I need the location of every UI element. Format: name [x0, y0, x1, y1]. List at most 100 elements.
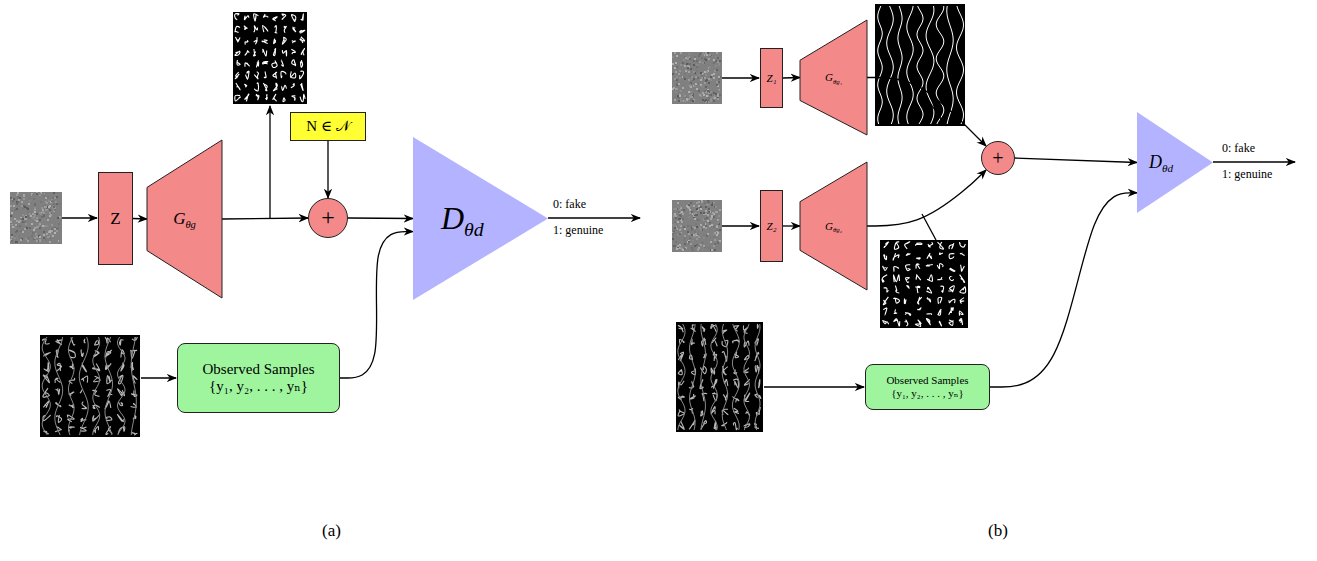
noise-dot: [672, 233, 674, 235]
noise-dot: [673, 245, 675, 247]
connector-arrow: [222, 218, 308, 219]
noise-dot: [52, 230, 54, 232]
noise-dot: [716, 52, 718, 54]
noise-dot: [699, 53, 701, 55]
digit-stroke: [905, 313, 911, 316]
noise-dot: [43, 215, 45, 217]
noise-dot: [686, 99, 688, 101]
wave-stroke: [887, 6, 893, 124]
noise-dot: [688, 204, 690, 206]
noise-dot: [683, 64, 685, 66]
noise-dot: [22, 218, 24, 220]
noise-dot: [26, 207, 28, 209]
noise-dot: [693, 236, 695, 238]
node-text: Z₂: [767, 220, 777, 233]
noise-dot: [714, 249, 716, 251]
noise-dot: [690, 99, 692, 101]
noise-dot: [706, 79, 708, 81]
digit-stroke: [235, 37, 240, 42]
digit-stroke: [690, 394, 695, 399]
digit-stroke: [701, 411, 703, 416]
noise-dot: [687, 63, 689, 65]
digit-stroke: [273, 83, 277, 91]
noise-dot: [700, 243, 702, 245]
noise-dot: [56, 196, 58, 198]
digit-stroke: [949, 254, 954, 259]
noise-dot: [16, 220, 18, 222]
noise-dot: [692, 213, 694, 215]
noise-dot: [20, 218, 22, 220]
digit-stroke: [263, 26, 269, 33]
node-text: Z: [110, 209, 120, 229]
node-text: Dθd: [441, 200, 484, 237]
noise-image: [672, 200, 722, 252]
noise-dot: [714, 239, 716, 241]
noise-dot: [57, 227, 59, 229]
digit-stroke: [291, 15, 295, 22]
noise-dot: [16, 194, 18, 196]
noise-dot: [705, 99, 707, 101]
noise-dot: [21, 205, 23, 207]
symbol: G: [173, 209, 185, 228]
noise-dot: [702, 218, 704, 220]
noise-dot: [683, 209, 685, 211]
noise-dot: [686, 205, 688, 207]
node-content: +: [982, 142, 1014, 174]
noise-dot: [43, 212, 45, 214]
noise-dot: [19, 220, 21, 222]
node-content: Observed Samples{y₁, y₂, . . . , yₙ}: [866, 365, 989, 409]
noise-dot: [691, 247, 693, 249]
noise-dot: [680, 215, 682, 217]
noise-ground: [10, 192, 62, 244]
noise-dot: [714, 97, 716, 99]
noise-dot: [677, 82, 679, 84]
noise-dot: [707, 220, 709, 222]
noise-dot: [685, 241, 687, 243]
noise-arrow: [62, 217, 97, 218]
noise-dot: [27, 215, 29, 217]
noise-dot: [691, 227, 693, 229]
noise-dot: [704, 202, 706, 204]
noise-dot: [700, 72, 702, 74]
noise-dot: [709, 54, 711, 56]
wave-stroke: [79, 337, 88, 435]
digit-stroke: [960, 253, 964, 255]
noise-dot: [39, 212, 41, 214]
noise-dot: [685, 100, 687, 102]
noise-dot: [49, 237, 51, 239]
noise-dot: [701, 75, 703, 77]
digit-stroke: [82, 402, 87, 409]
noise-dot: [16, 208, 18, 210]
noise-dot: [678, 206, 680, 208]
digit-stroke: [95, 340, 99, 345]
noise-dot: [693, 93, 695, 95]
digit-stroke: [938, 277, 943, 280]
noise-dot: [718, 240, 720, 242]
noise-dot: [693, 99, 695, 101]
noise-dot: [20, 239, 22, 241]
digit-stroke: [300, 30, 305, 33]
noise-dot: [710, 226, 712, 228]
noise-dot: [22, 214, 24, 216]
noise-dot: [718, 215, 720, 217]
noise-dot: [688, 241, 690, 243]
noise-dot: [50, 214, 52, 216]
noise-dot: [691, 234, 693, 236]
digit-stroke: [950, 268, 955, 271]
noise-dot: [51, 199, 53, 201]
noise-dot: [714, 215, 716, 217]
digit-stroke: [84, 339, 85, 343]
noise-dot: [684, 243, 686, 245]
noise-dot: [51, 228, 53, 230]
noise-dot: [711, 204, 713, 206]
noise-dot: [698, 213, 700, 215]
noise-dot: [45, 209, 47, 211]
noise-dot: [679, 94, 681, 96]
noise-dot: [690, 243, 692, 245]
digit-stroke: [82, 376, 88, 383]
noise-dot: [14, 237, 16, 239]
noise-dot: [59, 216, 61, 218]
shape-polygon: [1137, 112, 1213, 213]
noise-dot: [683, 239, 685, 241]
noise-dot: [13, 194, 15, 196]
